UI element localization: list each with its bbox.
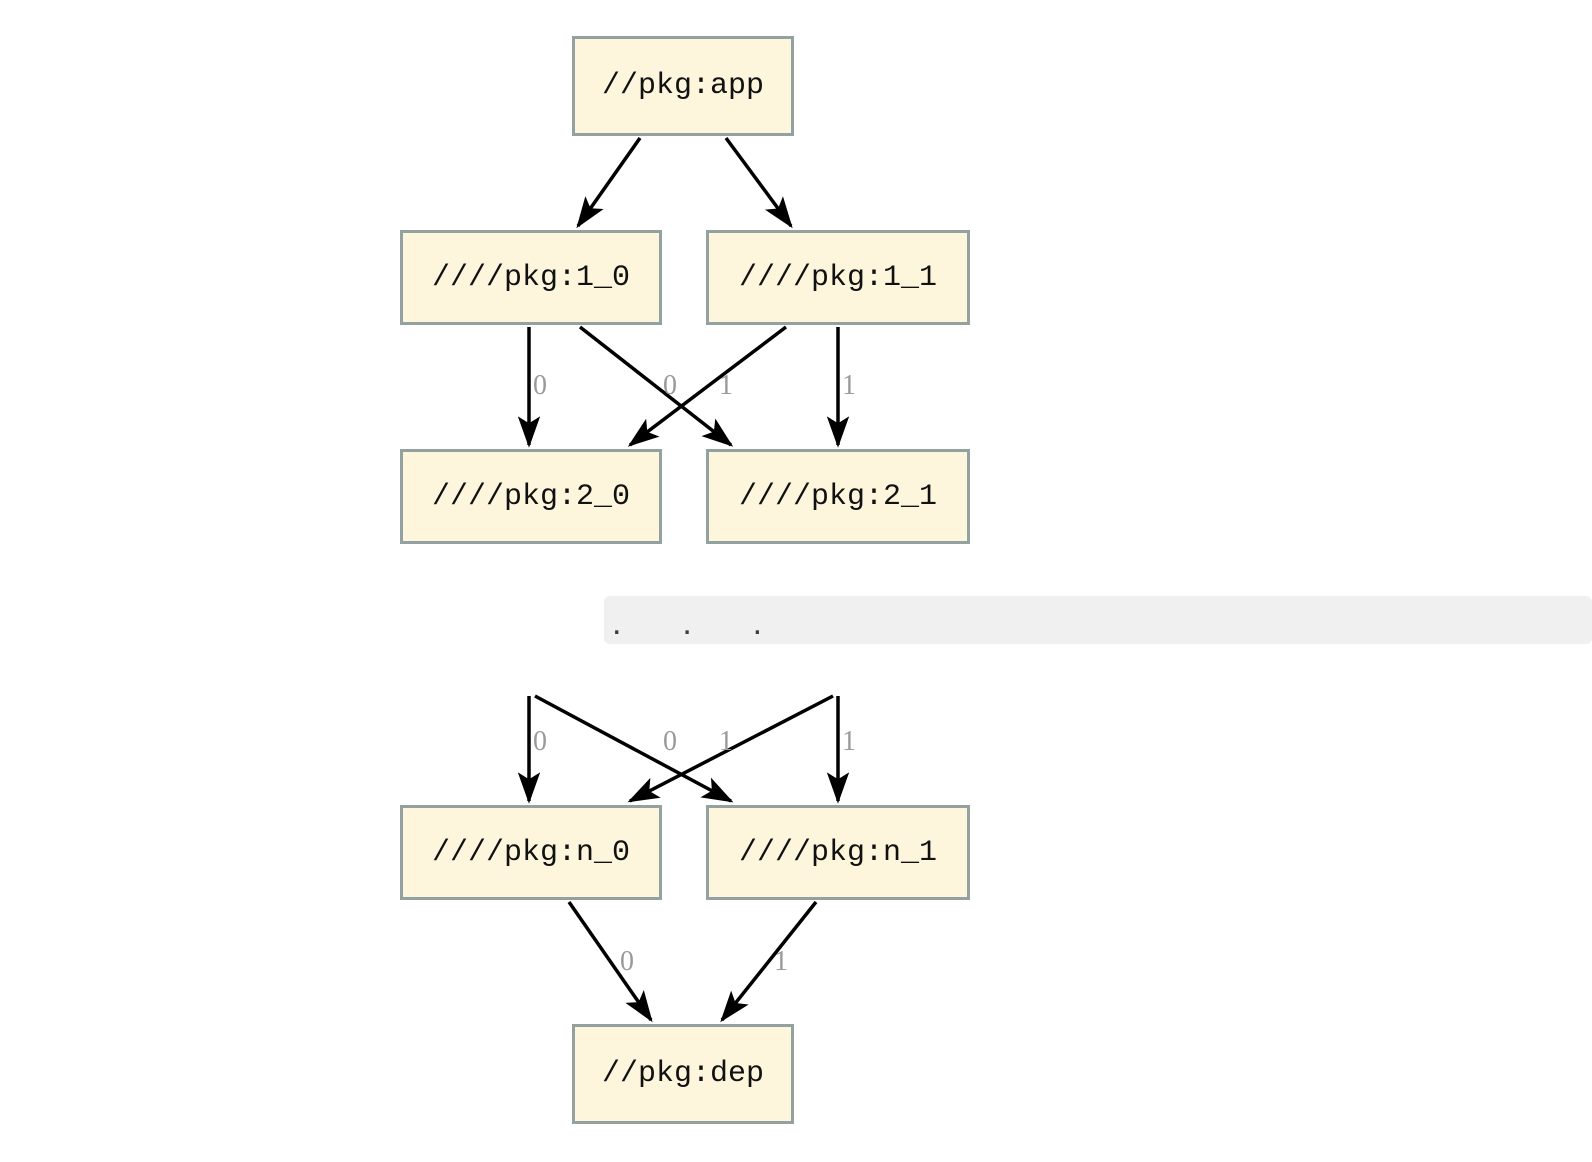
node-pkg-n-1[interactable]: ////pkg:n_1	[706, 805, 970, 900]
edge-label: 1	[774, 946, 788, 977]
ellipsis-text: . . .	[612, 604, 777, 642]
node-label: ////pkg:n_1	[738, 835, 938, 870]
edge-label: 0	[620, 946, 634, 977]
edge-label: 0	[533, 726, 547, 757]
node-label: ////pkg:n_0	[431, 835, 631, 870]
edge-label: 0	[663, 370, 677, 401]
edge-arrow	[627, 694, 834, 803]
node-pkg-1-1[interactable]: ////pkg:1_1	[706, 230, 970, 325]
edge-arrow	[534, 694, 734, 803]
node-pkg-app[interactable]: //pkg:app	[572, 36, 794, 136]
node-pkg-n-0[interactable]: ////pkg:n_0	[400, 805, 662, 900]
edge-arrow	[576, 136, 642, 229]
node-pkg-2-1[interactable]: ////pkg:2_1	[706, 449, 970, 544]
edge-label: 0	[663, 726, 677, 757]
edge-arrow	[627, 325, 788, 447]
edge-label: 1	[719, 726, 733, 757]
edge-label: 1	[719, 370, 733, 401]
edge-label: 1	[842, 370, 856, 401]
edge-label: 0	[533, 370, 547, 401]
elided-region-band: . . .	[604, 596, 1592, 644]
node-label: //pkg:dep	[601, 1057, 765, 1091]
node-pkg-dep[interactable]: //pkg:dep	[572, 1024, 794, 1124]
edge-arrow	[578, 325, 734, 447]
node-label: //pkg:app	[601, 69, 765, 103]
node-pkg-2-0[interactable]: ////pkg:2_0	[400, 449, 662, 544]
edge-label: 1	[842, 726, 856, 757]
edge-arrow	[720, 900, 818, 1023]
edge-arrow	[724, 136, 793, 229]
node-label: ////pkg:1_0	[431, 260, 631, 295]
node-label: ////pkg:1_1	[738, 260, 938, 295]
edge-arrow	[567, 901, 653, 1023]
node-label: ////pkg:2_1	[738, 479, 938, 514]
edge-group	[517, 136, 850, 1023]
node-pkg-1-0[interactable]: ////pkg:1_0	[400, 230, 662, 325]
node-label: ////pkg:2_0	[431, 479, 631, 514]
